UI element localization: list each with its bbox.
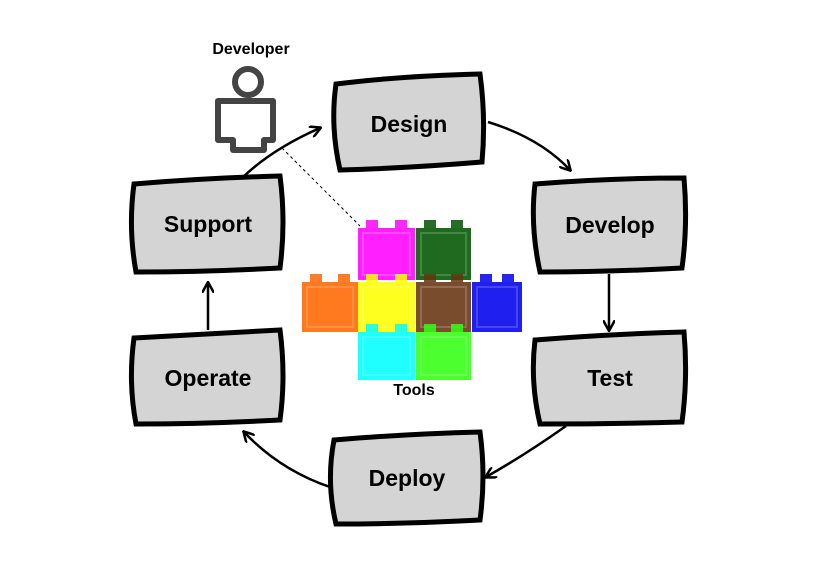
stage-develop: Develop <box>530 175 689 275</box>
stage-support-label: Support <box>164 211 252 237</box>
stage-deploy-label: Deploy <box>369 465 446 491</box>
developer-person-icon <box>215 66 276 153</box>
tool-block <box>358 220 415 280</box>
stage-test-label: Test <box>587 365 633 391</box>
arrow-support-to-design <box>239 128 320 181</box>
arrow-deploy-to-operate <box>244 432 331 489</box>
tool-block <box>416 324 471 380</box>
tools-label: Tools <box>393 382 435 399</box>
stage-test: Test <box>530 329 689 427</box>
tool-block <box>416 220 471 280</box>
stage-deploy: Deploy <box>327 429 486 527</box>
arrow-design-to-develop <box>487 120 570 170</box>
tool-block <box>358 274 415 332</box>
tool-block <box>302 274 358 332</box>
stage-design: Design <box>331 71 487 173</box>
stage-support: Support <box>128 173 286 275</box>
stage-design-label: Design <box>371 111 448 137</box>
arrow-test-to-deploy <box>486 424 567 477</box>
tool-block <box>472 274 522 332</box>
developer-tools-link <box>281 147 361 227</box>
tool-block <box>416 274 471 332</box>
tools-blocks <box>302 220 522 380</box>
tool-block <box>358 324 415 380</box>
developer-label: Developer <box>212 41 289 58</box>
stage-operate: Operate <box>128 327 286 427</box>
stage-develop-label: Develop <box>565 212 654 238</box>
stage-operate-label: Operate <box>165 365 252 391</box>
